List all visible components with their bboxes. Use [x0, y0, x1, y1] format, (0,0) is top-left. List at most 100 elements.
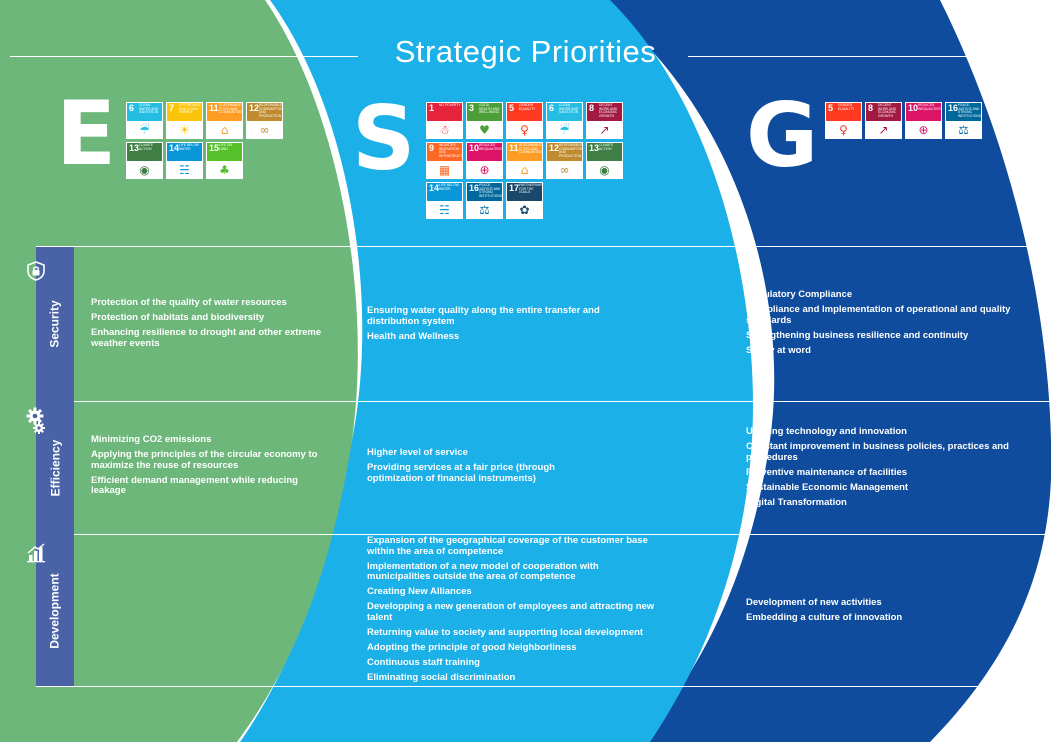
growth-bars-icon	[27, 543, 45, 563]
page-title: Strategic Priorities	[394, 34, 657, 69]
sdg-title: Peace, justice and strong institutions	[479, 183, 502, 198]
sdg-tile: 9 Industry, innovation and infrastructure…	[426, 142, 463, 179]
pillar-letter-e: E	[56, 82, 117, 185]
sdg-number: 12	[249, 103, 260, 113]
priority-item: Constant improvement in business policie…	[746, 441, 1009, 463]
sdg-title: Industry, innovation and infrastructure	[439, 143, 462, 158]
sdg-title: Partnerships for the goals	[519, 183, 542, 195]
sdg-tile: 13Climate action ◉	[126, 142, 163, 179]
sdg-title: Responsible consumption and production	[559, 143, 582, 158]
sdg-tile: 16Peace, justice and strong institutions…	[466, 182, 503, 219]
priority-item: Expansion of the geographical coverage o…	[367, 535, 648, 557]
row-divider-efficiency-development	[36, 534, 1051, 535]
sdg-number: 13	[129, 143, 140, 153]
sdg-tile: 12Responsible consumption and production…	[246, 102, 283, 139]
priority-item: Safety at word	[746, 344, 811, 356]
sdg-number: 5	[828, 103, 834, 113]
tree-icon: ♣	[219, 163, 230, 177]
sdg-number: 7	[169, 103, 175, 113]
sdg-number: 16	[469, 183, 480, 193]
sdg-number: 12	[549, 143, 560, 153]
sdg-tile-header: 10Reduced inequalities	[467, 143, 502, 161]
development-social-list: Expansion of the geographical coverage o…	[367, 535, 657, 688]
sdg-tile: 11Sustainable cities and communities ⌂	[506, 142, 543, 179]
sdg-title: Good health and well-being	[479, 103, 500, 115]
sdg-title: Life below water	[439, 183, 459, 191]
sdg-title: Affordable and clean energy	[179, 103, 201, 115]
row-divider-security-efficiency	[36, 401, 1051, 402]
city-icon: ⌂	[520, 163, 529, 177]
gears-icon	[26, 407, 45, 434]
sdg-tile: 1No poverty☃	[426, 102, 463, 139]
sdg-tile-header: 12Responsible consumption and production	[247, 103, 282, 121]
sdg-title: Life below water	[179, 143, 199, 151]
sdg-tile-header: 9 Industry, innovation and infrastructure	[427, 143, 462, 161]
sdg-title: Climate action	[139, 143, 154, 151]
sdg-tile: 13Climate action ◉	[586, 142, 623, 179]
sdg-grid-social: 1No poverty☃3Good health and well-being♥…	[426, 102, 623, 219]
priority-item: Embedding a culture of innovation	[746, 612, 903, 623]
priority-item: Developping a new generation of employee…	[367, 601, 655, 623]
sdg-number: 6	[549, 103, 555, 113]
priority-item: Minimizing CO2 emissions	[91, 434, 212, 445]
sdg-title: Climate action	[599, 143, 614, 151]
title-rule-left	[10, 56, 358, 57]
title-rule-right	[688, 56, 1042, 57]
sdg-number: 8	[868, 103, 874, 113]
sdg-title: Clean water and sanitation	[139, 103, 159, 115]
infinity-icon: ∞	[559, 163, 570, 177]
sdg-title: Reduced inequalities	[479, 143, 502, 151]
sdg-tile-header: 13Climate action	[587, 143, 622, 161]
sdg-number: 6	[129, 103, 135, 113]
sdg-tile-header: 7 Affordable and clean energy	[167, 103, 202, 121]
sdg-number: 14	[169, 143, 180, 153]
priority-item: Creating New Alliances	[367, 586, 472, 597]
sdg-title: Reduced inequalities	[918, 103, 941, 111]
row-label-efficiency-text: Efficiency	[48, 439, 63, 497]
sdg-number: 1	[429, 103, 435, 113]
security-environment-list: Protection of the quality of water resou…	[91, 297, 339, 354]
sdg-number: 9	[429, 143, 435, 153]
sdg-tile-header: 13Climate action	[127, 143, 162, 161]
pillar-letter-s: S	[352, 87, 416, 190]
sdg-tile: 16Peace, justice and strong institutions…	[945, 102, 982, 139]
row-label-sidebar	[36, 247, 74, 686]
sdg-number: 8	[589, 103, 595, 113]
sdg-tile: 10Reduced inequalities ⊕	[466, 142, 503, 179]
priority-item: Development of new activities	[746, 597, 882, 608]
sdg-title: Clean water and sanitation	[559, 103, 579, 115]
priority-item: Applying the principles of the circular …	[91, 449, 318, 471]
eye-globe-icon: ◉	[599, 163, 610, 177]
arrows-icon: ⊕	[479, 163, 490, 177]
environment-arc	[0, 0, 358, 742]
sdg-title: Sustainable cities and communities	[519, 143, 542, 155]
row-label-security-text: Security	[48, 300, 63, 348]
sdg-tile: 8Decent work and economic growth↗	[586, 102, 623, 139]
sdg-tile-header: 8Decent work and economic growth	[587, 103, 622, 121]
sdg-tile-header: 11Sustainable cities and communities	[507, 143, 542, 161]
heartbeat-icon: ♥	[479, 123, 490, 137]
priority-item: Enhancing resilience to drought and othe…	[91, 327, 322, 349]
governance-arc	[597, 0, 1051, 742]
sdg-title: No poverty	[439, 103, 461, 107]
priority-item: Compliance and Implementation of operati…	[746, 304, 1011, 326]
city-icon: ⌂	[220, 123, 229, 137]
sdg-number: 13	[589, 143, 600, 153]
sdg-tile: 14Life below water☵	[426, 182, 463, 219]
water-drop-icon: ☔	[559, 123, 570, 137]
sdg-number: 15	[209, 143, 220, 153]
sdg-tile-header: 11Sustainable cities and communities	[207, 103, 242, 121]
infinity-icon: ∞	[259, 123, 270, 137]
eye-globe-icon: ◉	[139, 163, 150, 177]
arrows-icon: ⊕	[918, 123, 929, 137]
sdg-number: 17	[509, 183, 520, 193]
sdg-tile: 14Life below water☵	[166, 142, 203, 179]
priority-item: Preventive maintenance of facilities	[746, 466, 908, 478]
social-arc	[240, 0, 753, 742]
sdg-number: 11	[509, 143, 519, 153]
